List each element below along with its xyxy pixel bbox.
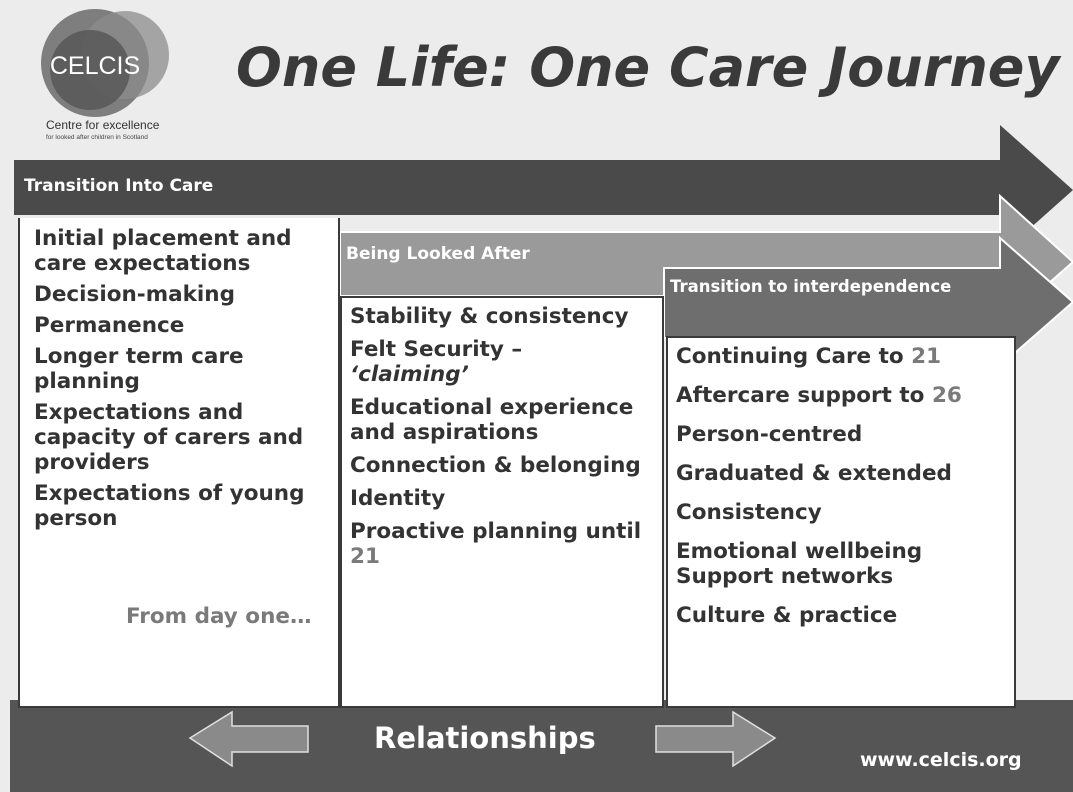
logo-subtagline: for looked after children in Scotland [46,134,148,141]
list-item: Connection & belonging [350,453,641,478]
list-item: Expectations of young person [34,481,305,531]
being-looked-after-panel: Stability & consistency Felt Security –‘… [340,296,664,708]
list-item: Culture & practice [676,603,898,628]
list-item: Continuing Care to 21 [676,344,1014,369]
list-item: Expectations and capacity of carers and … [34,400,304,475]
from-day-one-note: From day one… [126,604,312,629]
page-title: One Life: One Care Journey [236,36,1060,99]
list-item: Stability & consistency [350,304,629,329]
age-number: 21 [911,344,942,369]
right-arrow-icon [655,710,777,768]
stage-label-transition-into-care: Transition Into Care [24,176,214,196]
list-item: Aftercare support to 26 [676,383,1014,408]
list-item: Initial placement and care expectations [34,226,292,276]
age-number: 26 [931,383,962,408]
stage-label-being-looked-after: Being Looked After [346,244,530,264]
relationships-band [10,700,1073,792]
age-number: 21 [350,544,380,569]
list-item-text: Continuing Care to [676,344,904,369]
list-item: Longer term care planning [34,344,244,394]
list-item-text: Emotional wellbeing [676,539,923,564]
logo-tagline: Centre for excellence [46,118,160,132]
list-item: Educational experience and aspirations [350,395,634,445]
transition-to-interdependence-panel: Continuing Care to 21 Aftercare support … [666,336,1016,708]
list-item: Identity [350,486,446,511]
website-link[interactable]: www.celcis.org [860,749,1022,771]
list-item: Permanence [34,313,185,338]
logo-name: CELCIS [49,52,141,80]
list-item: Felt Security –‘claiming’ [350,337,662,387]
left-arrow-icon [188,710,309,768]
list-item: Person-centred [676,422,863,447]
transition-into-care-arrow [14,125,1073,255]
transition-into-care-panel: Initial placement and care expectations … [18,218,340,708]
list-item: Proactive planning until 21 [350,519,662,569]
list-item-text: Proactive planning until [350,519,642,544]
list-item: Graduated & extended [676,461,952,486]
logo-circle-3 [50,30,130,110]
list-item-text: Felt Security – [350,337,523,362]
list-item: Consistency [676,500,822,525]
list-item-emphasis: ‘claiming’ [350,362,469,387]
list-item-text: Aftercare support to [676,383,925,408]
list-item-text: Support networks [676,564,894,589]
relationships-label: Relationships [374,721,596,755]
list-item: Decision-making [34,282,235,307]
stage-label-transition-to-interdependence: Transition to interdependence [670,277,952,296]
